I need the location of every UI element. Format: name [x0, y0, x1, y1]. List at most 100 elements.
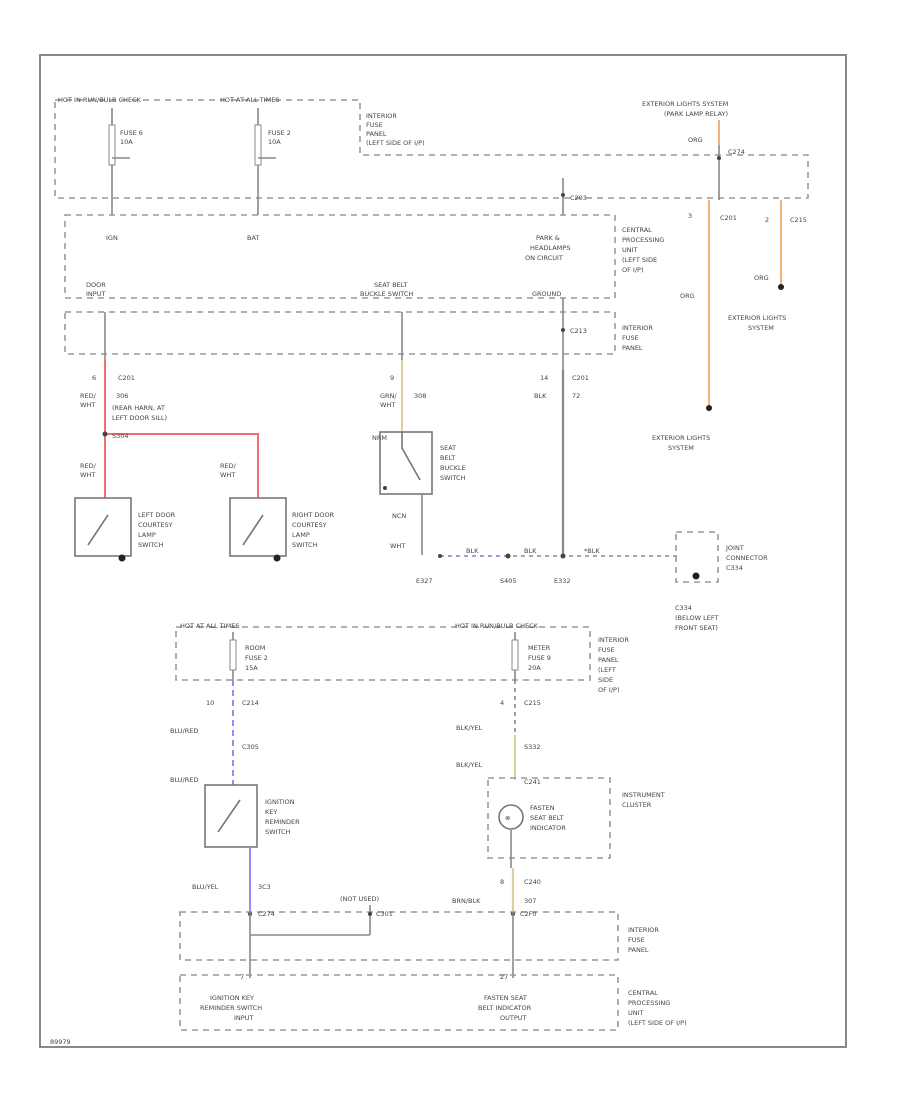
ext-system-right-1: EXTERIOR LIGHTS	[728, 314, 786, 322]
cpu-label-3: UNIT	[622, 246, 638, 254]
c203-label: C203	[570, 194, 587, 202]
ign-input-1: IGNITION KEY	[210, 994, 254, 1002]
c2f0-label: C2F0	[520, 910, 537, 918]
s308-label: 308	[414, 392, 426, 400]
diagram-id: 89979	[50, 1038, 71, 1046]
right-switch-contact	[242, 514, 264, 546]
pin7-label: 7	[240, 973, 244, 981]
ncn-label: NCN	[392, 512, 406, 520]
left-switch-ground	[118, 554, 126, 562]
rear-harn-2: LEFT DOOR SILL)	[112, 414, 167, 422]
ext-system-2: SYSTEM	[668, 444, 694, 452]
ign-input-3: INPUT	[234, 1014, 253, 1022]
s405-splice	[505, 553, 511, 559]
pin2-label: 2	[765, 216, 769, 224]
c213-terminal	[561, 328, 565, 332]
red-wht-l-1: RED/	[80, 462, 97, 470]
c274-terminal	[717, 156, 721, 160]
ground-label: GROUND	[532, 290, 561, 298]
buckle-sw-1: SEAT	[440, 444, 456, 452]
ifp2-label-2: FUSE	[622, 334, 639, 342]
door-red-wire	[104, 360, 259, 498]
ext-relay-1: EXTERIOR LIGHTS SYSTEM	[642, 100, 728, 108]
c274-b-label: C274	[258, 910, 275, 918]
pin10-label: 10	[206, 699, 214, 707]
interior-fuse-panel-box-2	[64, 311, 616, 355]
org-label-top: ORG	[688, 136, 703, 144]
ext-system-1: EXTERIOR LIGHTS	[652, 434, 710, 442]
ifp-b-5: SIDE	[598, 676, 613, 684]
ext-right-terminal	[778, 284, 784, 290]
s304-label: S304	[112, 432, 129, 440]
blk-h2-label: BLK	[524, 547, 537, 555]
ifp2-label-3: PANEL	[622, 344, 643, 352]
diagram-frame	[39, 54, 847, 1048]
right-switch-3: LAMP	[292, 531, 310, 539]
meter-fuse-3: 20A	[528, 664, 541, 672]
ifp-b-6: OF I/P)	[598, 686, 619, 694]
e332-splice	[560, 553, 566, 559]
org-label-mid: ORG	[680, 292, 695, 300]
buckle-sw-2: BELT	[440, 454, 455, 462]
left-switch-1: LEFT DOOR	[138, 511, 176, 519]
cluster-2: CLUSTER	[622, 801, 652, 809]
c301-stub	[250, 905, 371, 936]
ign-sw-4: SWITCH	[265, 828, 291, 836]
buckle-sw-4: SWITCH	[440, 474, 466, 482]
ifp-bb-2: FUSE	[628, 936, 645, 944]
blk-yel-label: BLK/YEL	[456, 724, 483, 732]
grn-wht-2: WHT	[380, 401, 395, 409]
fasten-indicator-lamp	[498, 804, 524, 830]
s307-label: 307	[524, 897, 536, 905]
instrument-cluster-box	[487, 777, 611, 859]
blu-red-label: BLU/RED	[170, 727, 198, 735]
c334-note-1: C334	[675, 604, 692, 612]
room-fuse-1: ROOM	[245, 644, 265, 652]
pin27-label: 27	[500, 973, 508, 981]
c301-terminal	[368, 912, 372, 916]
left-switch-2: COURTESY	[138, 521, 173, 529]
fasten-out-2: BELT INDICATOR	[478, 1004, 532, 1012]
ign-switch-contact	[217, 799, 241, 833]
c201-label-mid2: C201	[572, 374, 589, 382]
rear-harn-1: (REAR HARN, AT	[112, 404, 165, 412]
left-switch-3: LAMP	[138, 531, 156, 539]
fuse2-icon	[254, 124, 262, 166]
left-courtesy-switch	[74, 497, 132, 557]
c213-label: C213	[570, 327, 587, 335]
ifp-b-1: INTERIOR	[598, 636, 629, 644]
ext-system-terminal	[706, 405, 712, 411]
fasten-3: INDICATOR	[530, 824, 566, 832]
right-switch-1: RIGHT DOOR	[292, 511, 335, 519]
fuse2-name: FUSE 2	[268, 129, 291, 137]
cpu-b-3: UNIT	[628, 1009, 644, 1017]
left-switch-4: SWITCH	[138, 541, 164, 549]
pin14-label: 14	[540, 374, 548, 382]
door-input-1: DOOR	[86, 281, 106, 289]
buckle-nc-dot	[383, 486, 387, 490]
e332-label: E332	[554, 577, 571, 585]
jc-1: JOINT	[725, 544, 744, 552]
cpu-b-2: PROCESSING	[628, 999, 670, 1007]
pin8-label: 8	[500, 878, 504, 886]
meter-fuse-2: FUSE 9	[528, 654, 551, 662]
buckle-switch-box	[379, 431, 433, 495]
c240-label: C240	[524, 878, 541, 886]
fasten-out-3: OUTPUT	[500, 1014, 527, 1022]
s406-label: 306	[116, 392, 128, 400]
ifp-b-3: PANEL	[598, 656, 619, 664]
fuse2-rating: 10A	[268, 138, 281, 146]
pin9-label: 9	[390, 374, 394, 382]
pin3-label: 3	[688, 212, 692, 220]
park-label-3: ON CIRCUIT	[525, 254, 563, 262]
nrm-label: NRM	[372, 434, 387, 442]
room-fuse-icon	[229, 639, 237, 671]
c214-label: C214	[242, 699, 259, 707]
hot-run-label: HOT IN RUN/BULB CHECK	[58, 96, 142, 104]
fasten-1: FASTEN	[530, 804, 555, 812]
hot-run-bottom: HOT IN RUN/BULB CHECK	[455, 622, 539, 630]
red-wht-r-2: WHT	[220, 471, 235, 479]
ign-sw-2: KEY	[265, 808, 277, 816]
left-switch-contact	[87, 514, 109, 546]
